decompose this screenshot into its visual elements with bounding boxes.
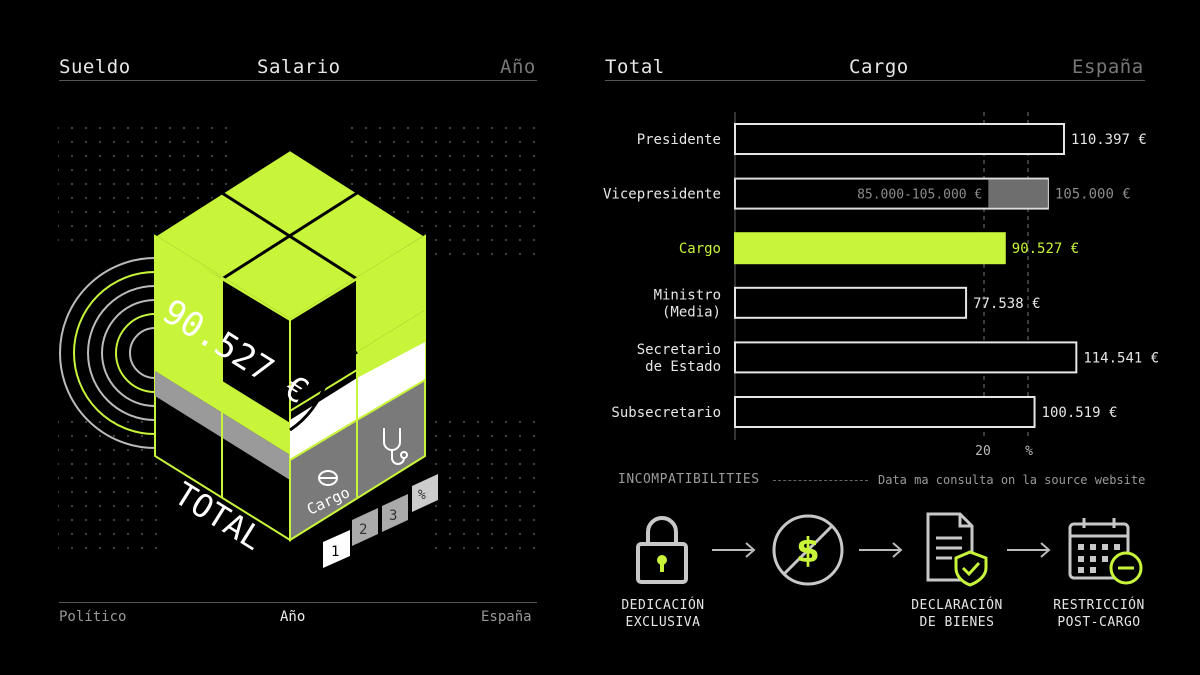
dot-grid-bottom-left [58, 420, 168, 560]
header-salario: Salario [257, 56, 341, 78]
header-sueldo: Sueldo [59, 56, 131, 78]
svg-text:$: $ [796, 531, 820, 571]
tab-percent[interactable]: % [412, 474, 438, 512]
calendar-minus-icon [1068, 518, 1143, 585]
arrow-right-icon [859, 542, 903, 558]
bar-category-label: Cargo [679, 241, 721, 257]
bar-4 [734, 341, 1078, 374]
isometric-salary-cube: 90.527 € TOTAL Cargo 1 2 3 % [58, 118, 535, 568]
svg-text:3: 3 [389, 508, 397, 524]
x-tick-label: 20 [975, 444, 991, 459]
header-ano: Año [500, 56, 536, 78]
bar-category-label: Presidente [637, 132, 721, 148]
coin-icon [318, 470, 338, 486]
bar-range-label: 85.000-105.000 € [857, 188, 982, 203]
tab-3[interactable]: 3 [382, 494, 408, 532]
document-check-icon [926, 512, 988, 587]
arrow-right-icon [1007, 542, 1051, 558]
bar-category-label: Ministro(Media) [654, 287, 721, 320]
step-label-declaracion: DECLARACIÓN DE BIENES [911, 598, 1003, 630]
footer-rule-left [59, 602, 537, 603]
salary-bar-chart: Presidente 110.397 € Vicepresidente 85.000-… [603, 112, 1159, 459]
svg-text:2: 2 [359, 522, 367, 538]
svg-text:1: 1 [331, 544, 339, 560]
incompatibilities-divider [773, 480, 868, 481]
x-tick-label: % [1025, 444, 1033, 459]
bar-value-label: 100.519 € [1042, 405, 1118, 421]
dot-grid-bottom-right [430, 420, 535, 560]
incompatibilities-title: INCOMPATIBILITIES [618, 472, 760, 487]
step-label-restriccion: RESTRICCIÓN POST-CARGO [1053, 598, 1145, 630]
tab-2[interactable]: 2 [352, 508, 378, 546]
header-rule-left [59, 80, 537, 81]
bar-value-label: 90.527 € [1012, 241, 1079, 257]
lock-icon [636, 516, 688, 584]
bar-0 [734, 123, 1065, 155]
incompatibilities-note: Data ma consulta on la source website [878, 473, 1146, 487]
bar-5 [734, 396, 1036, 428]
bar-2 [734, 232, 1006, 265]
svg-text:%: % [418, 488, 426, 503]
bar-range-segment [988, 179, 1048, 208]
bar-3 [734, 286, 968, 319]
no-dollar-icon: $ [772, 514, 844, 586]
bar-value-label: 110.397 € [1071, 132, 1147, 148]
bar-value-label: 105.000 € [1055, 187, 1131, 203]
concentric-arcs-icon [59, 257, 156, 449]
header-rule-right [605, 80, 1145, 81]
bar-value-label: 77.538 € [973, 296, 1040, 312]
step-label-dedicacion: DEDICACIÓN EXCLUSIVA [621, 598, 705, 630]
tab-1[interactable]: 1 [323, 530, 350, 568]
header-cargo: Cargo [849, 56, 909, 78]
footer-politico: Político [59, 609, 127, 625]
bar-value-label: 114.541 € [1083, 350, 1159, 366]
footer-ano: Año [280, 609, 306, 625]
bar-category-label: Subsecretario [611, 405, 721, 421]
footer-espana: España [481, 609, 532, 625]
bar-category-label: Vicepresidente [603, 187, 721, 203]
header-espana: España [1072, 56, 1144, 78]
stethoscope-icon [383, 428, 408, 465]
arrow-right-icon [712, 542, 756, 558]
header-total: Total [605, 56, 665, 78]
